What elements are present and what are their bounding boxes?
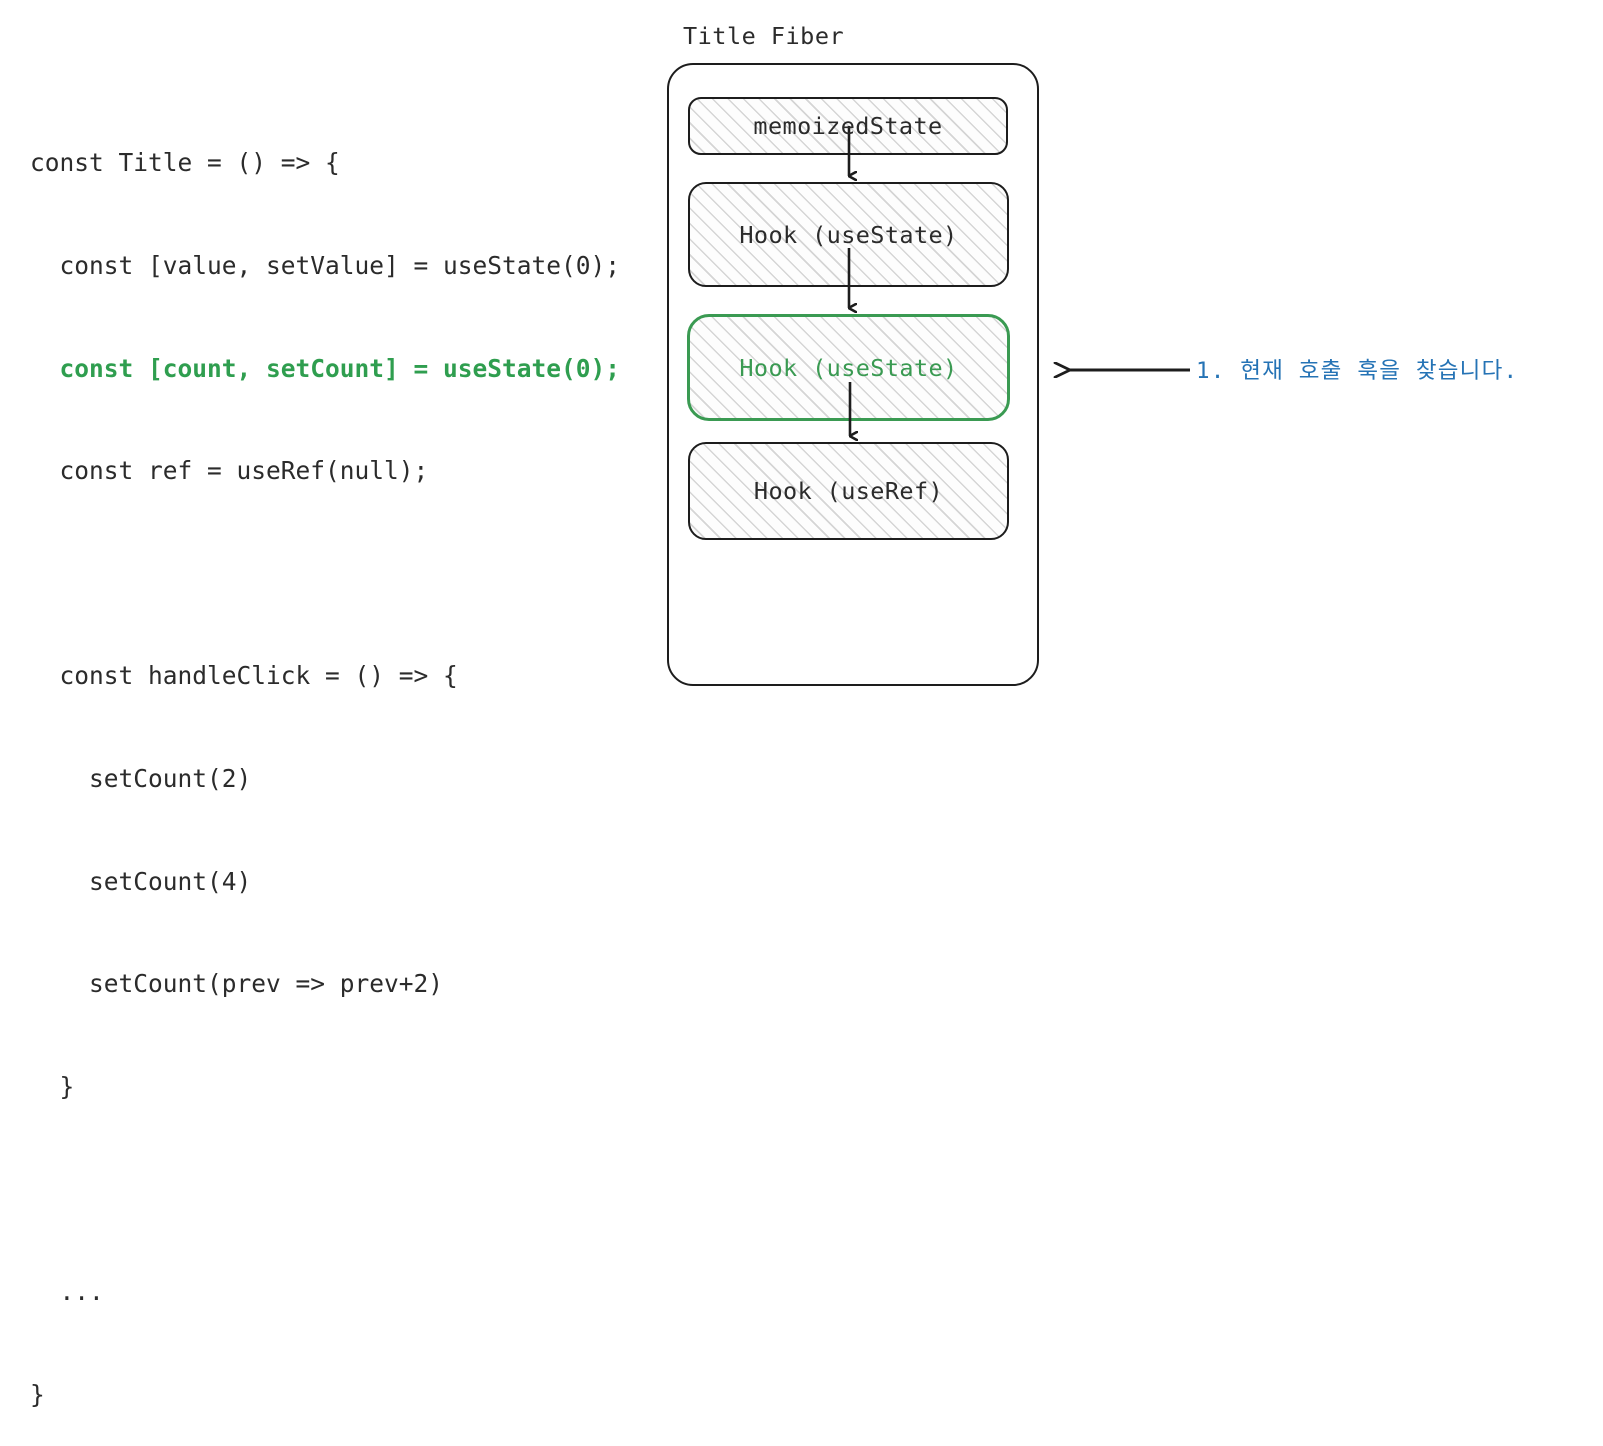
code-line: setCount(prev => prev+2): [30, 969, 444, 999]
node-label: memoizedState: [753, 112, 943, 140]
code-line: const ref = useRef(null);: [30, 456, 429, 486]
node-label: Hook (useRef): [753, 477, 944, 505]
code-line: }: [30, 1071, 75, 1101]
code-line-highlighted: const [count, setCount] = useState(0);: [30, 353, 621, 383]
node-label: Hook (useState): [739, 353, 958, 382]
code-line: ...: [30, 1276, 104, 1306]
node-hook-usestate-2-highlighted: Hook (useState): [687, 314, 1010, 421]
code-snippet: const Title = () => { const [value, setV…: [30, 78, 650, 1446]
node-label: Hook (useState): [739, 220, 958, 249]
annotation-label: 1. 현재 호출 훅을 찾습니다.: [1196, 358, 1519, 384]
node-hook-useref: Hook (useRef): [688, 442, 1009, 540]
code-line: setCount(4): [30, 866, 252, 896]
code-line: const Title = () => {: [30, 148, 340, 178]
code-line: }: [30, 1379, 45, 1409]
node-hook-usestate-1: Hook (useState): [688, 182, 1009, 287]
node-memoized-state: memoizedState: [688, 97, 1008, 155]
fiber-title: Title Fiber: [683, 22, 845, 50]
code-line-blank: [30, 1172, 650, 1206]
code-line: setCount(2): [30, 763, 252, 793]
code-line: const handleClick = () => {: [30, 661, 458, 691]
code-line-blank: [30, 557, 650, 591]
code-line: const [value, setValue] = useState(0);: [30, 251, 621, 280]
